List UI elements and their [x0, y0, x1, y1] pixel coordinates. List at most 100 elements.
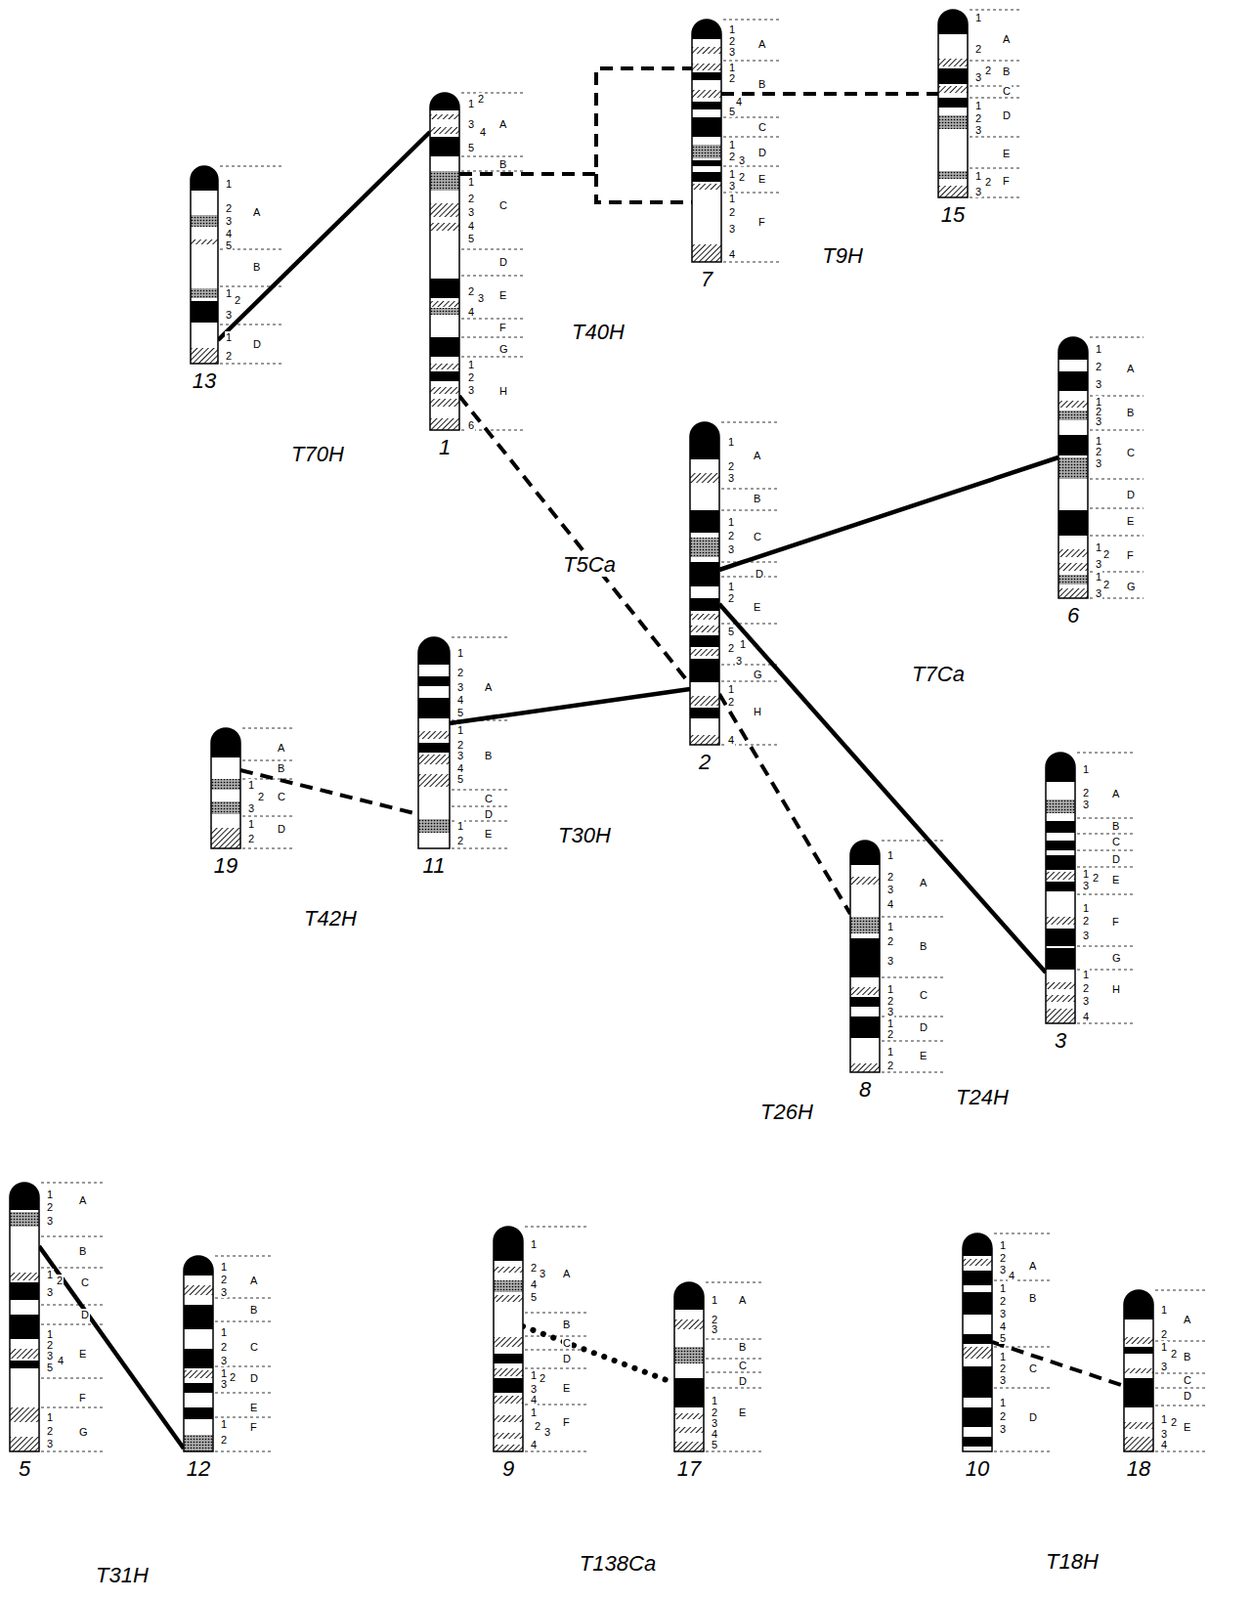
- band-label: 3: [476, 292, 485, 304]
- band-label: B: [78, 1245, 87, 1257]
- chromosome-bands: [418, 637, 450, 849]
- band-label: 3: [727, 472, 735, 484]
- chromosome-band: [183, 1285, 214, 1296]
- band-separators: [242, 728, 294, 849]
- chromosome-outline: [190, 166, 218, 364]
- band-label: 2: [233, 294, 242, 306]
- chromosome-number: 1: [438, 435, 451, 460]
- band-label: 3: [219, 1286, 228, 1298]
- band-label: F: [78, 1391, 87, 1404]
- separator-line: [1089, 508, 1144, 510]
- band-label: 2: [886, 935, 895, 948]
- chromosome-band: [691, 117, 722, 137]
- chromosome-band: [493, 1378, 523, 1393]
- band-label: 3: [247, 802, 256, 815]
- band-separators: [1089, 337, 1144, 599]
- separator-line: [723, 166, 782, 168]
- band-label: 1: [247, 778, 256, 791]
- separator-line: [721, 576, 778, 578]
- band-label: 2: [984, 64, 993, 77]
- separator-line: [242, 848, 294, 850]
- band-label: 3: [1094, 457, 1103, 470]
- chromosome-band: [1045, 881, 1076, 892]
- connector-branch: [596, 173, 692, 203]
- separator-line: [461, 337, 523, 339]
- band-label: A: [1125, 362, 1135, 375]
- separator-line: [1077, 752, 1134, 754]
- band-label: B: [561, 1318, 571, 1331]
- band-label: 3: [456, 681, 465, 693]
- chromosome-number: 18: [1126, 1457, 1151, 1481]
- band-label: A: [737, 1294, 747, 1306]
- band-label: 3: [886, 1005, 895, 1018]
- band-label: 3: [998, 1263, 1007, 1276]
- translocation-name: T9H: [820, 244, 865, 268]
- separator-line: [242, 816, 294, 818]
- band-label: A: [252, 206, 261, 218]
- translocation-line: [217, 131, 431, 341]
- chromosome-band: [493, 1432, 523, 1439]
- band-label: E: [78, 1347, 87, 1360]
- chromosome-band: [674, 1378, 704, 1408]
- band-label: 5: [467, 141, 475, 154]
- band-label: 3: [456, 749, 465, 762]
- separator-line: [1089, 535, 1144, 537]
- band-label: C: [249, 1340, 260, 1353]
- chromosome-band: [850, 987, 880, 995]
- band-label: G: [78, 1425, 89, 1438]
- band-label: D: [249, 1372, 260, 1384]
- band-label: 1: [45, 1411, 54, 1424]
- chromosome-outline: [430, 92, 460, 431]
- band-label: 2: [886, 1028, 895, 1040]
- band-label: C: [918, 989, 929, 1001]
- band-label: 1: [224, 287, 233, 300]
- chromosome-band: [691, 183, 722, 190]
- chromosome-band: [430, 203, 460, 217]
- band-label: D: [754, 567, 765, 580]
- band-label: 2: [467, 371, 475, 384]
- band-label: D: [1001, 109, 1012, 122]
- band-label: D: [1028, 1411, 1038, 1424]
- band-label: B: [249, 1303, 259, 1316]
- chromosome-band: [691, 89, 722, 98]
- band-label: 1: [728, 168, 736, 180]
- band-label: E: [757, 172, 767, 185]
- band-label: 2: [1169, 1347, 1178, 1360]
- separator-line: [41, 1378, 103, 1380]
- band-label: 1: [728, 138, 736, 151]
- band-label: D: [498, 256, 509, 268]
- chromosome-band: [430, 222, 460, 231]
- chromosome-band: [962, 1436, 993, 1447]
- band-label: C: [276, 790, 287, 803]
- chromosome-bands: [430, 92, 460, 431]
- chromosome-band: [1123, 1346, 1154, 1354]
- separator-line: [219, 324, 284, 326]
- chromosome-band: [938, 171, 968, 179]
- separator-line: [993, 1451, 1051, 1453]
- chromosome-band: [493, 1266, 523, 1273]
- band-label: 1: [1160, 1413, 1168, 1425]
- chromosome-band: [9, 1282, 40, 1300]
- separator-line: [705, 1358, 763, 1360]
- band-label: 2: [727, 592, 735, 605]
- band-label: 3: [727, 543, 735, 556]
- band-label: H: [498, 385, 509, 397]
- chromosome-band: [183, 1348, 214, 1369]
- band-label: B: [252, 260, 261, 273]
- band-label: 4: [467, 219, 475, 232]
- band-label: 1: [456, 647, 465, 659]
- separator-line: [219, 363, 284, 365]
- chromosome-bands: [190, 166, 218, 364]
- band-label: C: [1111, 835, 1122, 848]
- separator-line: [461, 318, 523, 320]
- band-label: 5: [45, 1361, 54, 1374]
- separator-line: [723, 136, 782, 138]
- separator-line: [451, 848, 509, 850]
- band-label: 1: [886, 849, 895, 862]
- separator-line: [1155, 1387, 1208, 1389]
- chromosome-band: [691, 46, 722, 54]
- chromosome-number: 12: [186, 1457, 211, 1481]
- band-label: D: [80, 1308, 90, 1321]
- separator-line: [969, 60, 1022, 62]
- band-label: A: [1111, 787, 1121, 800]
